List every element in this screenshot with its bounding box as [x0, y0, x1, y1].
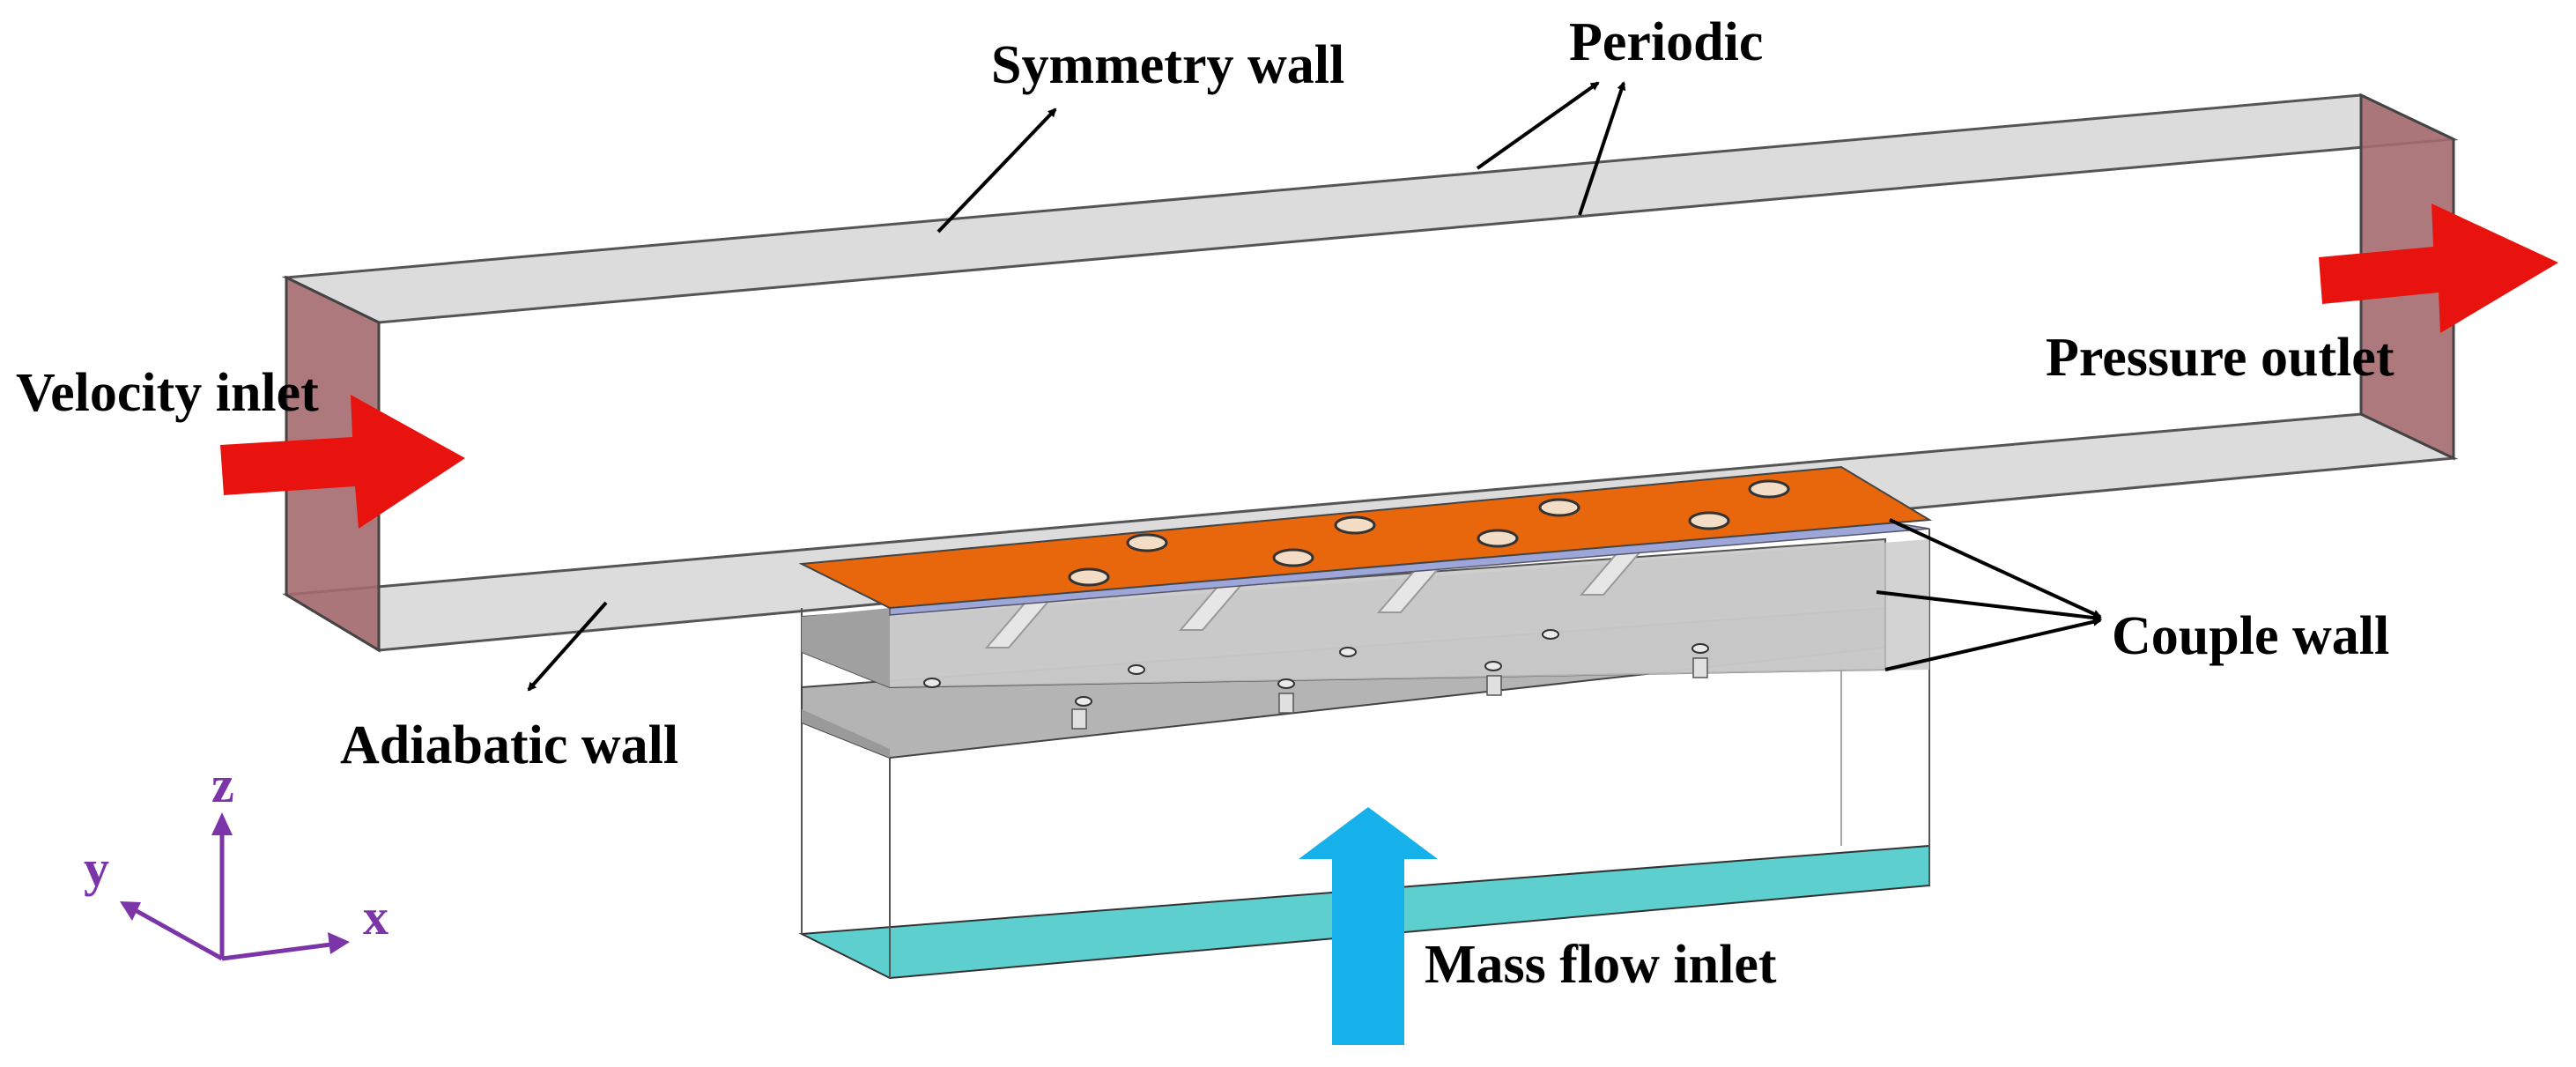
channel-top-face	[281, 93, 2459, 324]
pressure-outlet-label: Pressure outlet	[2046, 328, 2395, 388]
y-axis	[129, 905, 224, 961]
plate-stack	[798, 465, 1933, 759]
adiabatic-leader	[527, 601, 608, 692]
y-axis-label: y	[84, 840, 109, 897]
lower-plate-holes	[923, 629, 1709, 707]
x-axis	[221, 941, 338, 961]
periodic-label: Periodic	[1569, 12, 1763, 72]
x-axis-label: x	[363, 888, 389, 945]
symmetry-wall-label: Symmetry wall	[991, 35, 1344, 95]
couple-leader-2	[1876, 590, 2102, 623]
mass-flow-inlet-arrow	[1299, 807, 1438, 1045]
couple-wall-label: Couple wall	[2112, 606, 2389, 666]
periodic-leader-2	[1578, 81, 1626, 216]
z-axis-label: z	[211, 756, 234, 813]
symmetry-leader	[936, 107, 1057, 233]
mass-flow-inlet-label: Mass flow inlet	[1425, 935, 1777, 995]
pressure-outlet-arrow	[2319, 204, 2558, 333]
top-plate-holes	[1068, 479, 1790, 587]
plenum-pins	[1071, 657, 1708, 730]
velocity-inlet-arrow	[220, 395, 465, 529]
couple-leader-3	[1884, 617, 2102, 671]
coordinate-axes	[120, 812, 350, 961]
adiabatic-wall-label: Adiabatic wall	[340, 715, 678, 775]
leader-lines	[527, 81, 2102, 692]
couple-leader-1	[1889, 518, 2102, 619]
periodic-leader-1	[1476, 81, 1600, 170]
velocity-inlet-label: Velocity inlet	[16, 363, 319, 423]
